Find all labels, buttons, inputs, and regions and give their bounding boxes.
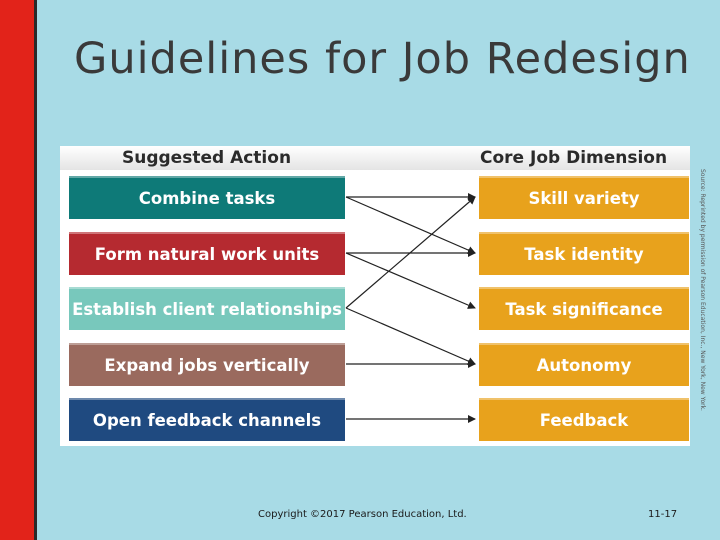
action-box-combine-tasks: Combine tasks [69,176,345,219]
dimension-box-task-significance: Task significance [479,287,689,330]
job-redesign-figure: Suggested Action Core Job Dimension Comb… [60,146,690,446]
action-box-expand-jobs-vertically: Expand jobs vertically [69,343,345,386]
figure-header-band [60,146,690,170]
action-label: Open feedback channels [92,411,322,430]
dimension-box-autonomy: Autonomy [479,343,689,386]
connector-arrow [345,196,476,254]
action-label: Establish client relationships [72,300,342,319]
copyright-notice: Copyright ©2017 Pearson Education, Ltd. [258,509,467,520]
core-job-dimension-heading: Core Job Dimension [480,148,668,168]
action-label: Combine tasks [138,189,276,208]
action-label: Form natural work units [94,245,320,264]
dimension-box-feedback: Feedback [479,398,689,441]
dimension-label: Task significance [505,300,663,319]
connector-arrow [345,196,476,309]
action-box-open-feedback-channels: Open feedback channels [69,398,345,441]
dimension-label: Task identity [524,245,644,264]
dimension-label: Feedback [539,411,629,430]
slide-number: 11-17 [648,509,678,520]
left-accent-divider [34,0,37,540]
dimension-box-skill-variety: Skill variety [479,176,689,219]
source-note: Source: Reprinted by permission of Pears… [699,169,706,411]
dimension-label: Autonomy [536,356,632,375]
slide-title: Guidelines for Job Redesign [74,34,691,84]
dimension-label: Skill variety [528,189,640,208]
connector-arrows [345,193,476,423]
left-accent-bar [0,0,34,540]
action-box-establish-client-relationships: Establish client relationships [69,287,345,330]
dimension-box-task-identity: Task identity [479,232,689,275]
suggested-action-heading: Suggested Action [122,148,292,168]
connector-arrow [345,252,476,309]
action-label: Expand jobs vertically [104,356,310,375]
connector-arrow [345,307,476,365]
action-box-form-natural-work-units: Form natural work units [69,232,345,275]
